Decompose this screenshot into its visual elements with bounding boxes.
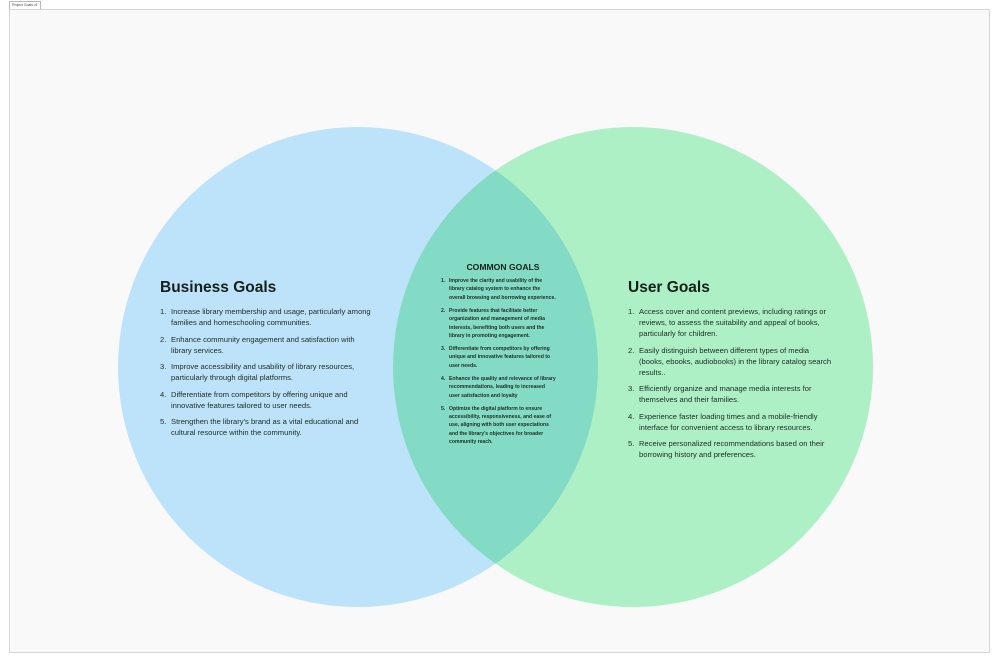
list-item: 2.Enhance community engagement and satis…	[160, 334, 355, 355]
list-item: 3.Improve accessibility and usability of…	[160, 362, 355, 382]
user-goals: User Goals 1.Access cover and content pr…	[628, 279, 833, 466]
list-item: 4.Experience faster loading times and a …	[628, 411, 818, 432]
venn-diagram	[118, 127, 873, 607]
common-goals: COMMON GOALS 1.Improve the clarity and u…	[441, 262, 557, 451]
business-goals-title: Business Goals	[160, 279, 277, 296]
business-goals: Business Goals 1.Increase library member…	[160, 279, 372, 444]
overlap-region	[393, 127, 598, 607]
list-item: 3.Efficiently organize and manage media …	[628, 384, 812, 404]
user-goals-list: 1.Access cover and content previews, inc…	[628, 306, 833, 460]
list-item: 4.Enhance the quality and relevance of l…	[441, 375, 556, 399]
list-item: 5.Optimize the digital platform to ensur…	[441, 405, 552, 446]
list-item: 2.Provide features that facilitate bette…	[441, 307, 545, 340]
common-goals-title: COMMON GOALS	[466, 262, 540, 272]
list-item: 1.Increase library membership and usage,…	[160, 307, 371, 327]
common-goals-list: 1.Improve the clarity and usability of t…	[441, 277, 557, 447]
list-item: 2.Easily distinguish between different t…	[628, 345, 832, 377]
user-goals-title: User Goals	[628, 279, 710, 296]
list-item: 5.Strengthen the library's brand as a vi…	[160, 417, 359, 437]
list-item: 1.Improve the clarity and usability of t…	[441, 278, 556, 301]
list-item: 3.Differentiate from competitors by offe…	[441, 346, 551, 369]
list-item: 1.Access cover and content previews, inc…	[628, 307, 826, 338]
list-item: 4.Differentiate from competitors by offe…	[160, 389, 348, 410]
business-goals-list: 1.Increase library membership and usage,…	[160, 306, 372, 438]
canvas	[9, 9, 990, 653]
list-item: 5.Receive personalized recommendations b…	[628, 439, 825, 459]
